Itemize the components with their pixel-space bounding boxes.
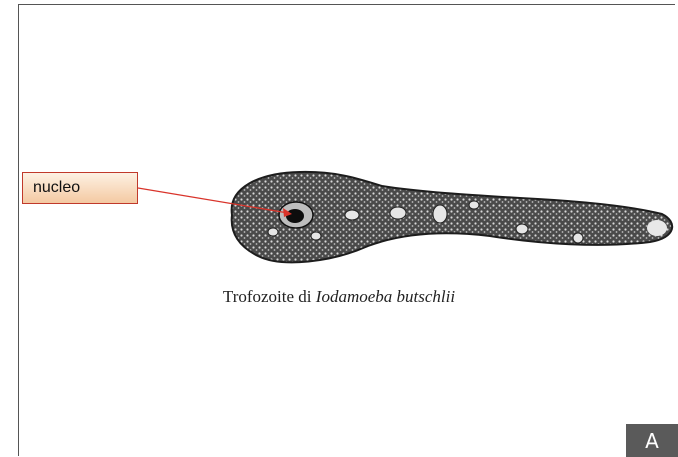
panel-letter-badge: A <box>626 424 678 457</box>
panel-letter: A <box>645 429 659 453</box>
figure-caption: Trofozoite di Iodamoeba butschlii <box>0 287 678 307</box>
nucleo-label-text: nucleo <box>33 179 80 197</box>
pseudopod-tip <box>647 220 667 236</box>
caption-species: Iodamoeba butschlii <box>316 287 455 306</box>
nucleo-label: nucleo <box>22 172 138 204</box>
caption-prefix: Trofozoite di <box>223 287 316 306</box>
